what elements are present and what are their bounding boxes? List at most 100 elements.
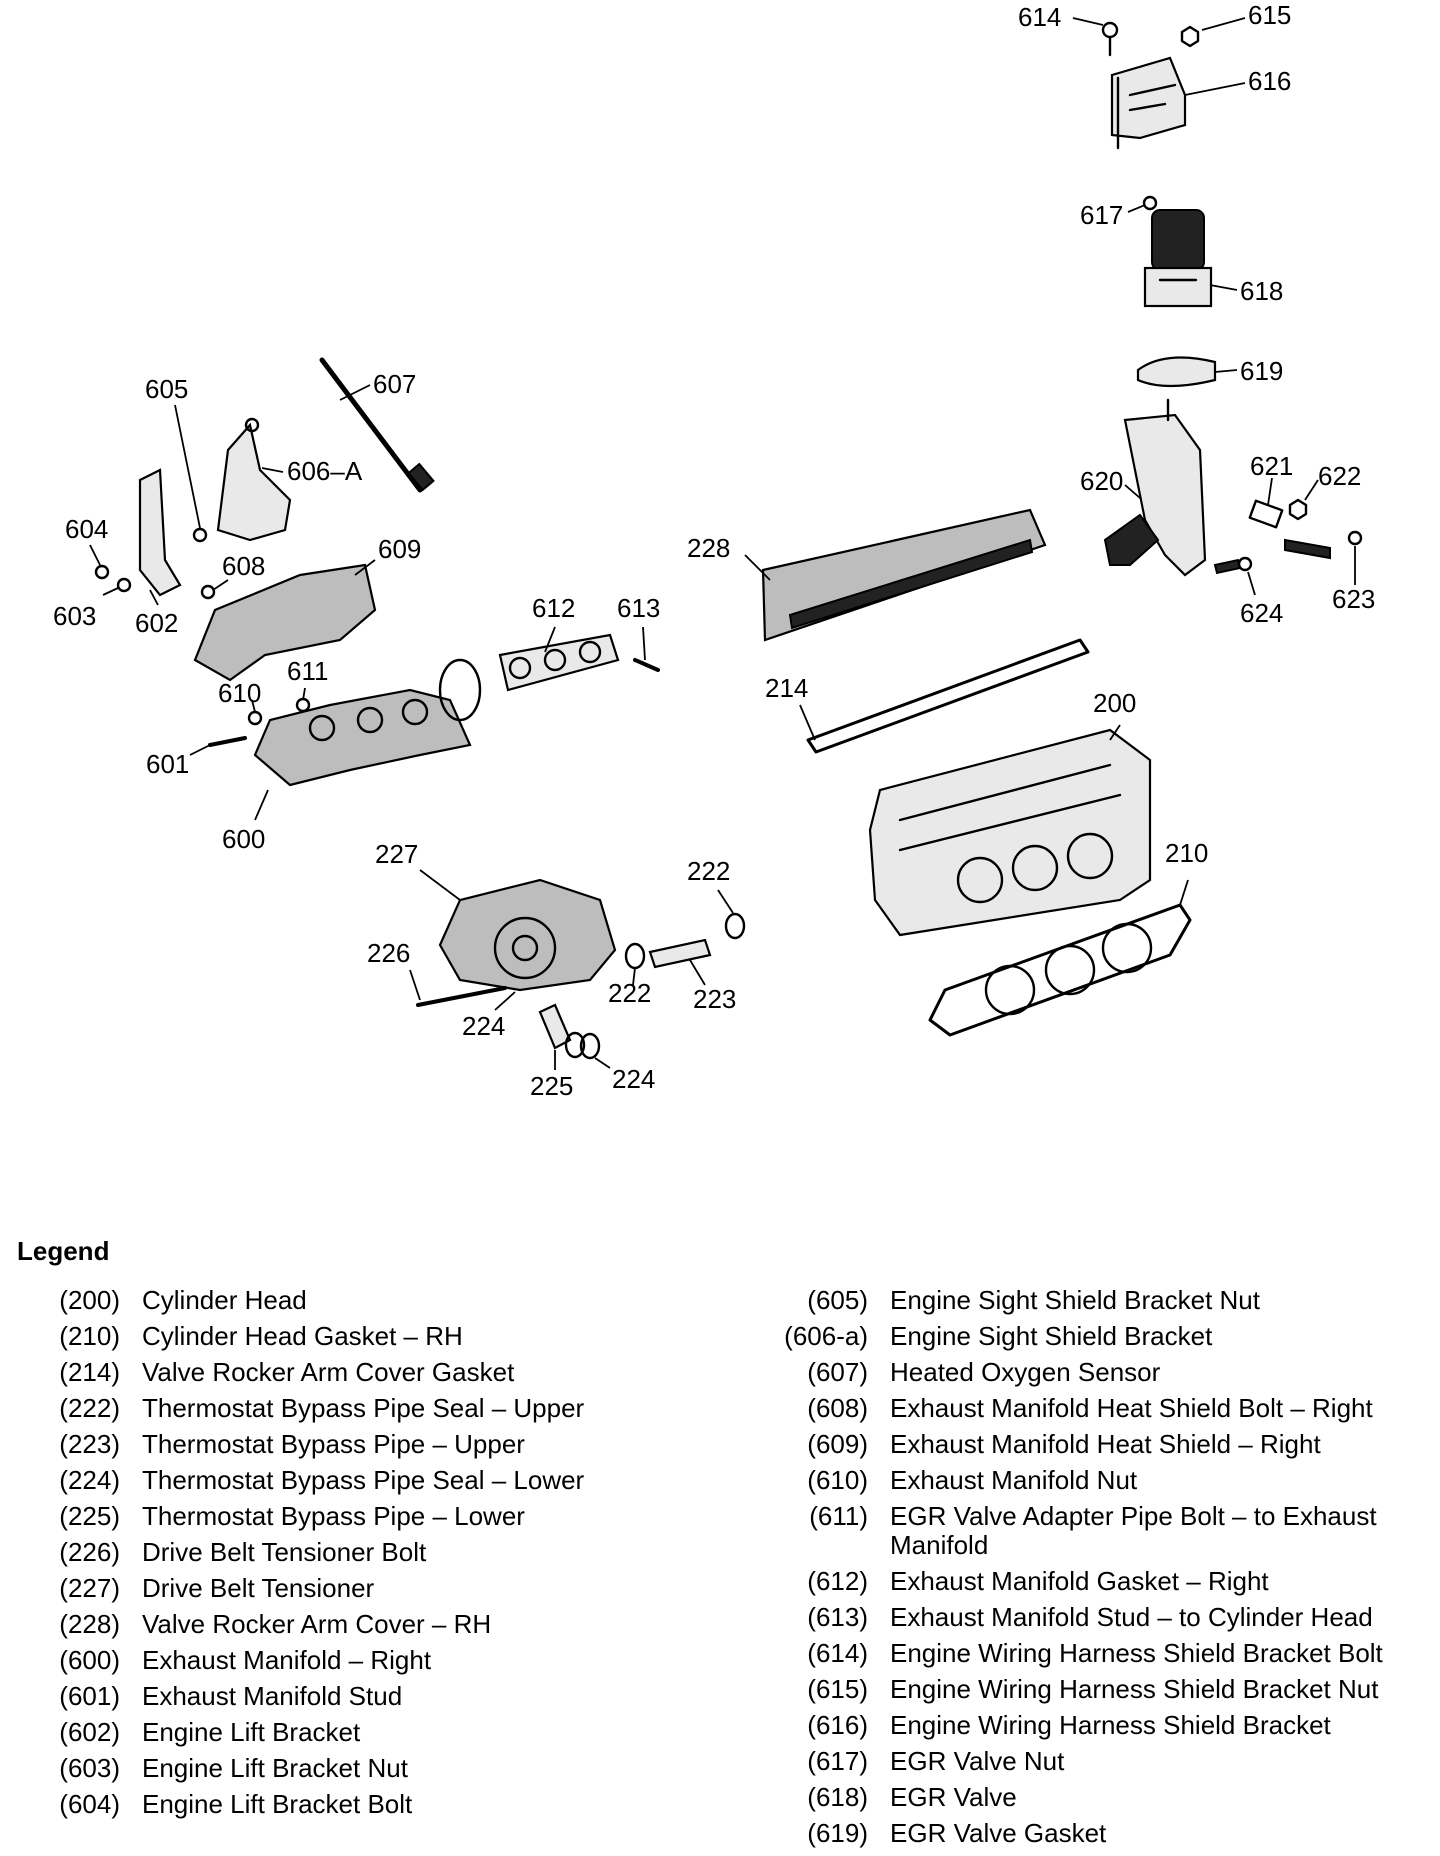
part-210-head-gasket bbox=[928, 903, 1192, 1037]
part-608-bolt bbox=[200, 584, 216, 600]
part-606a-sight-shield-bracket bbox=[216, 417, 292, 542]
legend-desc: Exhaust Manifold Nut bbox=[890, 1465, 1138, 1495]
legend-desc: EGR Valve Nut bbox=[890, 1746, 1065, 1776]
callout-618: 618 bbox=[1240, 276, 1283, 306]
part-222-seal-upper bbox=[724, 912, 746, 940]
legend-code: (223) bbox=[59, 1429, 120, 1459]
legend-desc: Drive Belt Tensioner Bolt bbox=[142, 1537, 427, 1567]
part-602-lift-bracket bbox=[138, 468, 182, 597]
callout-608: 608 bbox=[222, 551, 265, 581]
legend-desc: Engine Wiring Harness Shield Bracket Bol… bbox=[890, 1638, 1383, 1668]
part-616-bracket bbox=[1110, 56, 1187, 150]
legend-desc: Thermostat Bypass Pipe Seal – Lower bbox=[142, 1465, 585, 1495]
callout-214: 214 bbox=[765, 673, 808, 703]
legend-item: (615) Engine Wiring Harness Shield Bracke… bbox=[772, 1675, 1432, 1704]
legend-code: (601) bbox=[59, 1681, 120, 1711]
callout-617: 617 bbox=[1080, 200, 1123, 230]
leader-lines bbox=[89, 17, 1356, 1070]
part-610-nut bbox=[247, 710, 263, 726]
legend-desc: Exhaust Manifold – Right bbox=[142, 1645, 432, 1675]
callout-222-lower: 222 bbox=[608, 978, 651, 1008]
legend-desc: Engine Lift Bracket Nut bbox=[142, 1753, 408, 1783]
legend-code: (228) bbox=[59, 1609, 120, 1639]
legend-code: (214) bbox=[59, 1357, 120, 1387]
legend-desc: Engine Wiring Harness Shield Bracket bbox=[890, 1710, 1331, 1740]
part-224-seal-lower-a bbox=[564, 1031, 586, 1059]
legend-desc: Cylinder Head Gasket – RH bbox=[142, 1321, 463, 1351]
legend-item: (608)Exhaust Manifold Heat Shield Bolt –… bbox=[772, 1394, 1432, 1423]
callout-601: 601 bbox=[146, 749, 189, 779]
legend-desc: Engine Sight Shield Bracket bbox=[890, 1321, 1213, 1351]
callout-616: 616 bbox=[1248, 66, 1291, 96]
legend-item: (224) Thermostat Bypass Pipe Seal – Lower bbox=[40, 1466, 720, 1495]
legend-code: (609) bbox=[807, 1429, 868, 1459]
callout-210: 210 bbox=[1165, 838, 1208, 868]
legend-desc: Valve Rocker Arm Cover Gasket bbox=[142, 1357, 515, 1387]
legend-code: (606-a) bbox=[784, 1321, 868, 1351]
legend-desc: Valve Rocker Arm Cover – RH bbox=[142, 1609, 492, 1639]
legend-desc: EGR Valve Gasket bbox=[890, 1818, 1107, 1848]
legend-item: (214) Valve Rocker Arm Cover Gasket bbox=[40, 1358, 720, 1387]
legend-item: (606-a) Engine Sight Shield Bracket bbox=[772, 1322, 1432, 1351]
legend-desc: Drive Belt Tensioner bbox=[142, 1573, 375, 1603]
legend-item: (617)EGR Valve Nut bbox=[772, 1747, 1432, 1776]
legend-code: (614) bbox=[807, 1638, 868, 1668]
legend-desc: Engine Wiring Harness Shield Bracket Nut bbox=[890, 1674, 1379, 1704]
legend-code: (600) bbox=[59, 1645, 120, 1675]
callout-224-b: 224 bbox=[612, 1064, 655, 1094]
legend-code: (227) bbox=[59, 1573, 120, 1603]
legend-code: (226) bbox=[59, 1537, 120, 1567]
part-615-nut bbox=[1180, 25, 1200, 48]
part-619-egr-gasket bbox=[1136, 356, 1217, 388]
legend-code: (607) bbox=[807, 1357, 868, 1387]
part-618-egr-valve bbox=[1143, 209, 1213, 308]
part-222-seal-lower bbox=[624, 942, 646, 970]
legend-code: (224) bbox=[59, 1465, 120, 1495]
legend-desc: Heated Oxygen Sensor bbox=[890, 1357, 1161, 1387]
callout-611: 611 bbox=[287, 656, 328, 686]
legend-desc: Exhaust Manifold Stud bbox=[142, 1681, 403, 1711]
legend-item: (619)EGR Valve Gasket bbox=[772, 1819, 1432, 1848]
callout-228: 228 bbox=[687, 533, 730, 563]
part-611-bolt bbox=[295, 697, 311, 713]
legend-code: (611) bbox=[809, 1501, 868, 1531]
part-604-bolt bbox=[94, 564, 110, 580]
callout-200: 200 bbox=[1093, 688, 1136, 718]
legend-item: (603)Engine Lift Bracket Nut bbox=[40, 1754, 720, 1783]
callout-620: 620 bbox=[1080, 466, 1123, 496]
legend-item: (604)Engine Lift Bracket Bolt bbox=[40, 1790, 720, 1819]
legend-item: (613)Exhaust Manifold Stud – to Cylinder… bbox=[772, 1603, 1432, 1632]
legend-desc: Exhaust Manifold Heat Shield – Right bbox=[890, 1429, 1321, 1459]
legend-item: (210)Cylinder Head Gasket – RH bbox=[40, 1322, 720, 1351]
legend-desc: Exhaust Manifold Stud – to Cylinder Head bbox=[890, 1602, 1373, 1632]
callout-606a: 606–A bbox=[287, 456, 363, 486]
legend-item: (200)Cylinder Head bbox=[40, 1286, 720, 1315]
part-603-nut bbox=[116, 577, 132, 593]
legend-code: (604) bbox=[59, 1789, 120, 1819]
legend-item: (618)EGR Valve bbox=[772, 1783, 1432, 1812]
callout-609: 609 bbox=[378, 534, 421, 564]
callout-602: 602 bbox=[135, 608, 178, 638]
legend-desc: Exhaust Manifold Gasket – Right bbox=[890, 1566, 1269, 1596]
callout-612: 612 bbox=[532, 593, 575, 623]
callout-619: 619 bbox=[1240, 356, 1283, 386]
legend-code: (605) bbox=[807, 1285, 868, 1315]
legend-code: (615) bbox=[807, 1674, 868, 1704]
callout-225: 225 bbox=[530, 1071, 573, 1101]
callout-224-a: 224 bbox=[462, 1011, 505, 1041]
callout-labels: 614 615 616 617 618 619 605 607 606–A 60… bbox=[53, 0, 1375, 1101]
part-609-heat-shield bbox=[193, 563, 377, 682]
part-601-stud bbox=[208, 736, 247, 747]
part-607-oxygen-sensor bbox=[319, 357, 435, 493]
callout-603: 603 bbox=[53, 601, 96, 631]
callout-227: 227 bbox=[375, 839, 418, 869]
part-200-cylinder-head bbox=[868, 728, 1152, 937]
legend-desc: Engine Sight Shield Bracket Nut bbox=[890, 1285, 1260, 1315]
callout-610: 610 bbox=[218, 678, 261, 708]
legend-item: (616)Engine Wiring Harness Shield Bracke… bbox=[772, 1711, 1432, 1740]
callout-613: 613 bbox=[617, 593, 660, 623]
callout-607: 607 bbox=[373, 369, 416, 399]
callout-600: 600 bbox=[222, 824, 265, 854]
legend-desc: EGR Valve Adapter Pipe Bolt – to Exhaust… bbox=[890, 1501, 1377, 1560]
part-617-nut bbox=[1142, 195, 1158, 211]
